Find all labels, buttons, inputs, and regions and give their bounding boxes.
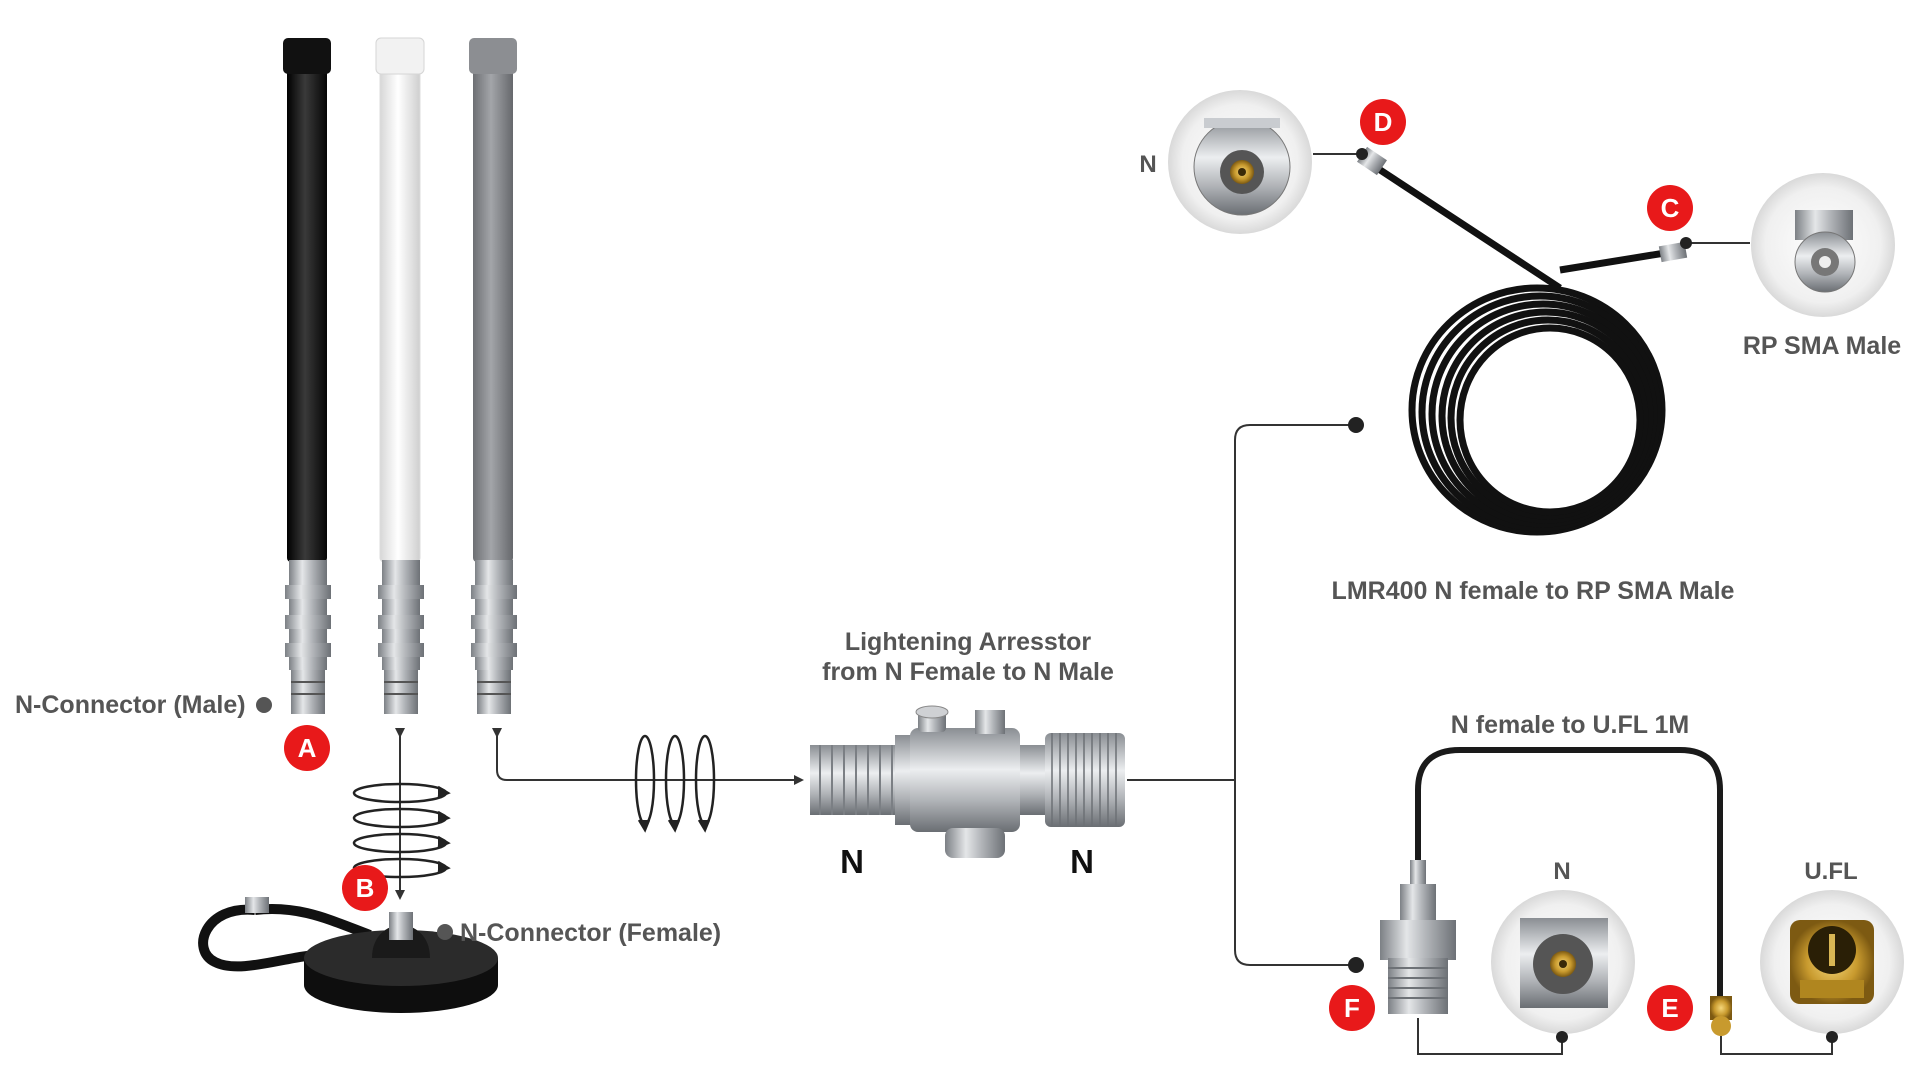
- arrow-antenna-to-arrestor: [492, 728, 804, 785]
- ufl-connector: [1710, 996, 1732, 1036]
- badge-a: A: [284, 725, 330, 771]
- n-connector-photo-bottom: [1491, 890, 1635, 1034]
- n-connector-female-label: N-Connector (Female): [460, 919, 721, 947]
- antenna-white: [375, 37, 425, 714]
- arrestor-title-line2: from N Female to N Male: [822, 658, 1114, 686]
- arrestor-right-n-label: N: [1070, 843, 1094, 880]
- antenna-black: [283, 38, 331, 714]
- branch-down-dot: [1348, 957, 1364, 973]
- arrestor-title-line1: Lightening Arresstor: [845, 628, 1092, 656]
- n-female-connector: [1380, 860, 1456, 1014]
- c-connector-dot: [1680, 237, 1692, 249]
- svg-text:F: F: [1344, 993, 1360, 1023]
- n-connector-male-label: N-Connector (Male): [15, 691, 246, 719]
- d-connector-dot: [1356, 148, 1368, 160]
- branch-up-line: [1234, 424, 1355, 780]
- rotate-arrows-vertical-icon: [634, 734, 716, 833]
- lmr400-label: LMR400 N female to RP SMA Male: [1332, 577, 1735, 605]
- n-connector-female-dot: [437, 924, 453, 940]
- lmr400-cable-ends: [1357, 146, 1688, 263]
- f-to-n-bracket: [1417, 1018, 1563, 1055]
- n-connector-photo-top: [1168, 90, 1312, 234]
- rp-sma-photo: [1751, 173, 1895, 317]
- svg-text:D: D: [1374, 107, 1393, 137]
- arrestor-left-n-label: N: [840, 843, 864, 880]
- branch-down-line: [1234, 780, 1355, 966]
- svg-text:B: B: [356, 873, 375, 903]
- e-to-ufl-bracket: [1720, 1036, 1833, 1055]
- ufl-photo: [1760, 890, 1904, 1034]
- ufl-cable: [1415, 747, 1723, 1000]
- branch-up-dot: [1348, 417, 1364, 433]
- svg-text:A: A: [298, 733, 317, 763]
- ufl-label: U.FL: [1804, 858, 1857, 885]
- badge-f: F: [1329, 985, 1375, 1031]
- lmr400-cable: [1366, 159, 1666, 536]
- badge-c: C: [1647, 185, 1693, 231]
- rp-sma-male-label: RP SMA Male: [1743, 332, 1901, 360]
- badge-d: D: [1360, 99, 1406, 145]
- svg-text:E: E: [1661, 993, 1678, 1023]
- n-top-label: N: [1139, 151, 1156, 178]
- n-female-ufl-label: N female to U.FL 1M: [1451, 711, 1689, 739]
- f-to-n-dot: [1556, 1031, 1568, 1043]
- magnetic-base: [198, 897, 498, 1013]
- badge-e: E: [1647, 985, 1693, 1031]
- lightning-arrestor: [810, 705, 1125, 858]
- n-connector-male-dot: [256, 697, 272, 713]
- svg-text:C: C: [1661, 193, 1680, 223]
- badge-b: B: [342, 865, 388, 911]
- e-to-ufl-dot: [1826, 1031, 1838, 1043]
- antenna-gray: [469, 38, 517, 714]
- n-bottom-label: N: [1553, 858, 1570, 885]
